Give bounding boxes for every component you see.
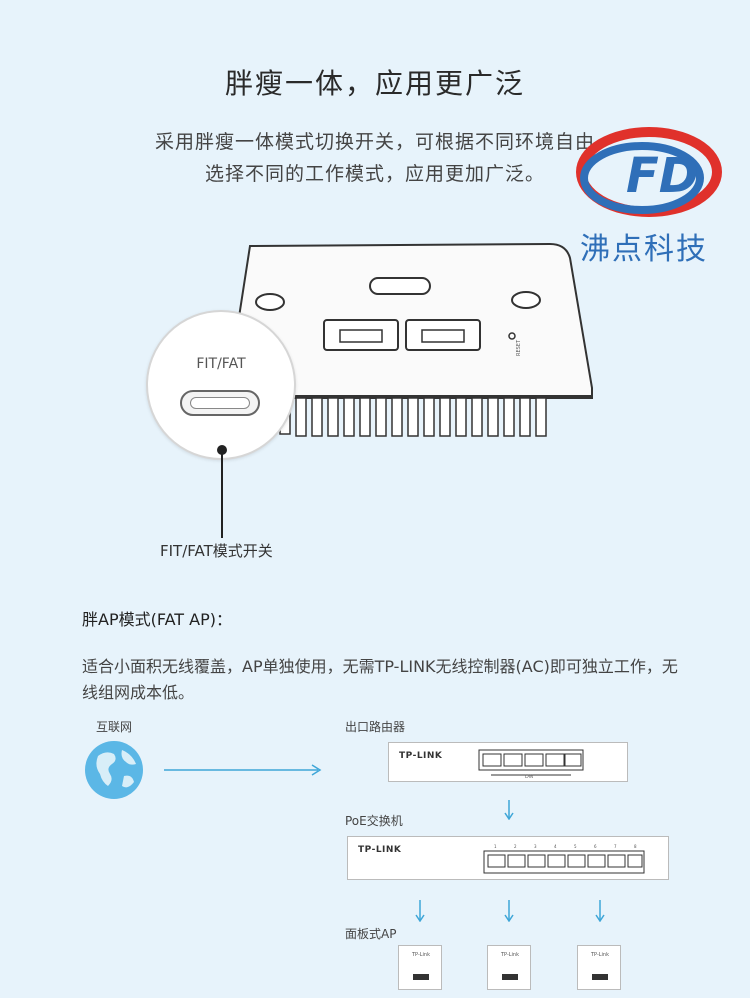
zoom-label: FIT/FAT <box>196 356 246 372</box>
arrow-down-icon <box>415 900 425 922</box>
router-device: TP-LINK LAN <box>388 742 628 782</box>
intro-line-2: 选择不同的工作模式，应用更加广泛。 <box>204 163 545 185</box>
reset-label: RESET <box>516 339 522 356</box>
switch-port-number: 3 <box>534 844 537 849</box>
switch-brand: TP-LINK <box>358 845 402 855</box>
router-port-caption: LAN <box>525 774 533 779</box>
panel-ap-device: RESET <box>226 242 593 437</box>
fat-mode-heading: 胖AP模式(FAT AP)： <box>82 610 232 629</box>
switch-port-number: 5 <box>574 844 577 849</box>
fit-fat-switch-slot <box>190 397 250 409</box>
panel-brand: TP-Link <box>590 952 609 958</box>
pointer-label: FIT/FAT模式开关 <box>160 542 273 560</box>
switch-port-number: 8 <box>634 844 637 849</box>
router-ports: LAN <box>478 749 584 779</box>
router-brand: TP-LINK <box>399 751 443 761</box>
panel-ap-unit: TP-Link <box>487 945 531 990</box>
fat-mode-description: 适合小面积无线覆盖，AP单独使用，无需TP-LINK无线控制器(AC)即可独立工… <box>82 657 678 702</box>
poe-switch-device: TP-LINK 1 2 3 4 5 6 7 8 <box>347 836 669 880</box>
switch-label: PoE交换机 <box>345 814 403 828</box>
switch-port-number: 4 <box>554 844 557 849</box>
panel-ap-unit: TP-Link <box>577 945 621 990</box>
panel-brand: TP-Link <box>411 952 430 958</box>
internet-label: 互联网 <box>96 720 133 734</box>
arrow-right-icon <box>164 764 322 776</box>
arrow-down-icon <box>504 900 514 922</box>
pointer-line <box>221 450 223 538</box>
panel-port <box>413 974 429 980</box>
panel-brand: TP-Link <box>500 952 519 958</box>
intro-line-1: 采用胖瘦一体模式切换开关，可根据不同环境自由 <box>154 131 595 153</box>
globe-icon <box>85 741 143 799</box>
switch-ports: 1 2 3 4 5 6 7 8 <box>483 844 645 874</box>
router-label: 出口路由器 <box>345 720 406 734</box>
switch-zoom-circle <box>146 310 296 460</box>
panel-ap-unit: TP-Link <box>398 945 442 990</box>
switch-port-number: 2 <box>514 844 517 849</box>
page-title: 胖瘦一体，应用更广泛 <box>224 67 525 100</box>
logo-letters: FD <box>626 148 699 204</box>
arrow-down-icon <box>504 800 514 820</box>
switch-port-number: 7 <box>614 844 617 849</box>
switch-port-number: 1 <box>494 844 497 849</box>
intro-text: 采用胖瘦一体模式切换开关，可根据不同环境自由 选择不同的工作模式，应用更加广泛。 <box>0 126 750 190</box>
panel-port <box>592 974 608 980</box>
logo-name: 沸点科技 <box>580 232 708 267</box>
fd-logo-icon: FD <box>576 127 722 217</box>
arrow-down-icon <box>595 900 605 922</box>
panel-ap-label: 面板式AP <box>345 927 397 941</box>
panel-port <box>502 974 518 980</box>
switch-port-number: 6 <box>594 844 597 849</box>
